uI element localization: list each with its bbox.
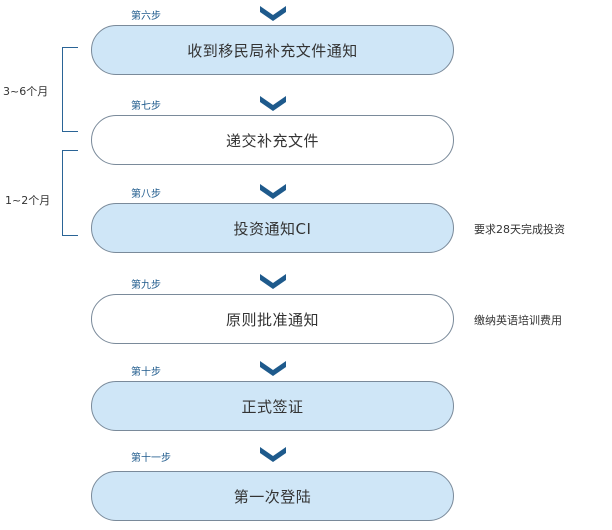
chevron-down-icon	[258, 272, 288, 290]
note-step-8: 要求28天完成投资	[474, 223, 565, 236]
duration-bracket-1	[62, 47, 78, 132]
step-box-10: 正式签证	[91, 381, 454, 431]
step-label-6: 第六步	[131, 11, 161, 22]
duration-label-1: 3~6个月	[3, 85, 49, 98]
step-label-7: 第七步	[131, 101, 161, 112]
step-label-9: 第九步	[131, 280, 161, 291]
chevron-down-icon	[258, 182, 288, 200]
step-text-8: 投资通知CI	[233, 219, 312, 238]
duration-label-2: 1~2个月	[5, 194, 51, 207]
step-text-9: 原则批准通知	[225, 310, 319, 329]
step-box-6: 收到移民局补充文件通知	[91, 25, 454, 75]
note-step-9: 缴纳英语培训费用	[474, 314, 562, 327]
step-box-8: 投资通知CI	[91, 203, 454, 253]
step-label-11: 第十一步	[131, 453, 171, 464]
step-box-9: 原则批准通知	[91, 294, 454, 344]
step-text-6: 收到移民局补充文件通知	[187, 41, 358, 60]
chevron-down-icon	[258, 94, 288, 112]
step-box-11: 第一次登陆	[91, 471, 454, 521]
chevron-down-icon	[258, 4, 288, 22]
step-box-7: 递交补充文件	[91, 115, 454, 165]
step-label-8: 第八步	[131, 189, 161, 200]
chevron-down-icon	[258, 445, 288, 463]
chevron-down-icon	[258, 359, 288, 377]
step-label-10: 第十步	[131, 367, 161, 378]
step-text-11: 第一次登陆	[233, 487, 312, 506]
step-text-7: 递交补充文件	[225, 131, 319, 150]
duration-bracket-2	[62, 150, 78, 236]
step-text-10: 正式签证	[241, 397, 304, 416]
